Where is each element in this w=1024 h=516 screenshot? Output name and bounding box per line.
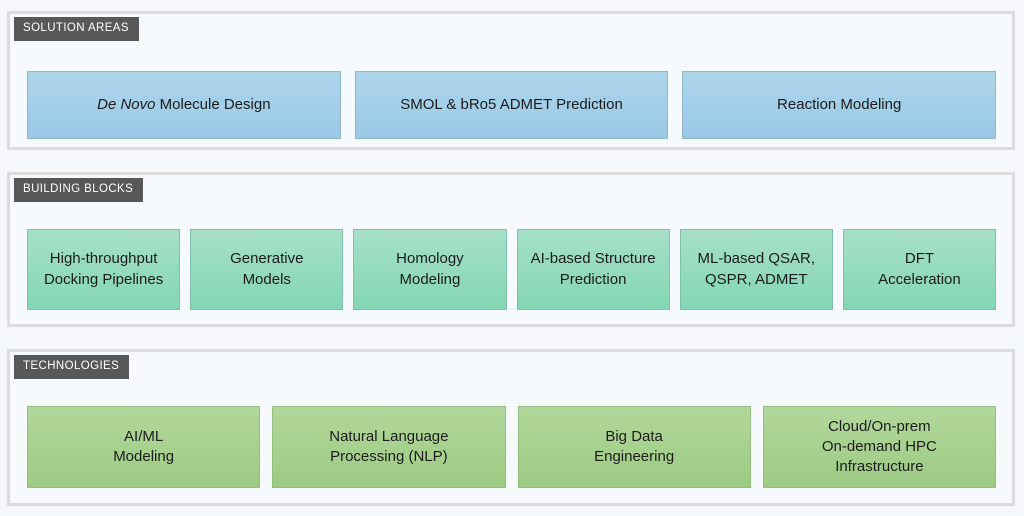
solution-box-label: SMOL & bRo5 ADMET Prediction [400, 95, 623, 113]
block-box-ai-based-structure-prediction[interactable]: AI-based Structure Prediction [516, 229, 670, 310]
tech-box-label: Cloud/On-prem On-demand HPC Infrastructu… [822, 417, 937, 478]
block-box-label-line-2: Acceleration [878, 270, 961, 288]
block-box-label-line-1: High-throughput [49, 250, 158, 268]
solution-box-label: De Novo Molecule Design [97, 95, 270, 115]
block-box-label: High-throughput Docking Pipelines [44, 249, 163, 290]
tech-box-label-line-3: Infrastructure [835, 458, 924, 476]
tech-box-label: Big Data Engineering [594, 427, 674, 468]
block-box-label-line-1: DFT [904, 250, 935, 268]
block-box-label: Homology Modeling [396, 249, 464, 290]
block-box-dft-acceleration[interactable]: DFT Acceleration [842, 229, 997, 310]
block-box-label-line-1: AI-based Structure [530, 250, 656, 268]
tech-box-label-line-1: Big Data [605, 427, 663, 445]
section-row-technologies: AI/ML Modeling Natural Language Processi… [10, 406, 1012, 488]
tech-box-label: Natural Language Processing (NLP) [329, 427, 448, 468]
solution-box-label-italic: De Novo [97, 95, 156, 113]
tech-box-big-data-engineering[interactable]: Big Data Engineering [517, 406, 751, 488]
tech-box-cloud-on-prem-hpc-infrastructure[interactable]: Cloud/On-prem On-demand HPC Infrastructu… [762, 406, 996, 488]
tech-box-label-line-1: Cloud/On-prem [828, 417, 931, 435]
solution-box-de-novo-molecule-design[interactable]: De Novo Molecule Design [27, 71, 341, 139]
block-box-label-line-2: Models [242, 270, 291, 288]
solution-box-label-rest: Molecule Design [155, 95, 271, 113]
tech-box-label-line-1: AI/ML [124, 427, 164, 445]
solution-box-reaction-modeling[interactable]: Reaction Modeling [682, 71, 997, 139]
tech-box-label-line-2: Engineering [594, 448, 675, 465]
section-panel-solution-areas: SOLUTION AREAS De Novo Molecule Design S… [7, 11, 1015, 150]
block-box-label-line-1: Generative [230, 250, 304, 268]
block-box-homology-modeling[interactable]: Homology Modeling [353, 229, 507, 310]
solution-box-smol-bro5-admet-prediction[interactable]: SMOL & bRo5 ADMET Prediction [354, 71, 669, 139]
block-box-label: DFT Acceleration [878, 249, 961, 290]
tech-box-label-line-2: Processing (NLP) [330, 448, 448, 465]
block-box-high-throughput-docking-pipelines[interactable]: High-throughput Docking Pipelines [27, 229, 181, 310]
block-box-label: AI-based Structure Prediction [531, 249, 656, 290]
tech-box-natural-language-processing[interactable]: Natural Language Processing (NLP) [272, 406, 506, 488]
tech-box-ai-ml-modeling[interactable]: AI/ML Modeling [27, 406, 261, 488]
tech-box-label-line-2: On-demand HPC [821, 437, 937, 455]
section-tab-technologies: TECHNOLOGIES [14, 355, 130, 379]
block-box-label: ML-based QSAR, QSPR, ADMET [698, 249, 816, 290]
block-box-ml-based-qsar-qspr-admet[interactable]: ML-based QSAR, QSPR, ADMET [679, 229, 833, 310]
block-box-label: Generative Models [230, 249, 303, 290]
block-box-label-line-1: Homology [396, 250, 464, 268]
tech-box-label-line-1: Natural Language [329, 427, 449, 445]
block-box-label-line-1: ML-based QSAR, [697, 250, 816, 268]
section-row-solution-areas: De Novo Molecule Design SMOL & bRo5 ADME… [10, 71, 1012, 139]
solution-box-label: Reaction Modeling [777, 95, 902, 113]
block-box-generative-models[interactable]: Generative Models [190, 229, 344, 310]
block-box-label-line-2: Modeling [399, 270, 461, 288]
section-row-building-blocks: High-throughput Docking Pipelines Genera… [10, 229, 1012, 310]
section-panel-technologies: TECHNOLOGIES AI/ML Modeling Natural Lang… [7, 349, 1015, 506]
section-panel-building-blocks: BUILDING BLOCKS High-throughput Docking … [7, 172, 1015, 327]
block-box-label-line-2: Prediction [559, 270, 627, 288]
tech-box-label: AI/ML Modeling [113, 427, 174, 468]
block-box-label-line-2: Docking Pipelines [43, 270, 164, 288]
tech-box-label-line-2: Modeling [113, 448, 175, 465]
section-tab-solution-areas: SOLUTION AREAS [14, 17, 139, 41]
block-box-label-line-2: QSPR, ADMET [705, 270, 808, 288]
section-tab-building-blocks: BUILDING BLOCKS [14, 178, 144, 202]
